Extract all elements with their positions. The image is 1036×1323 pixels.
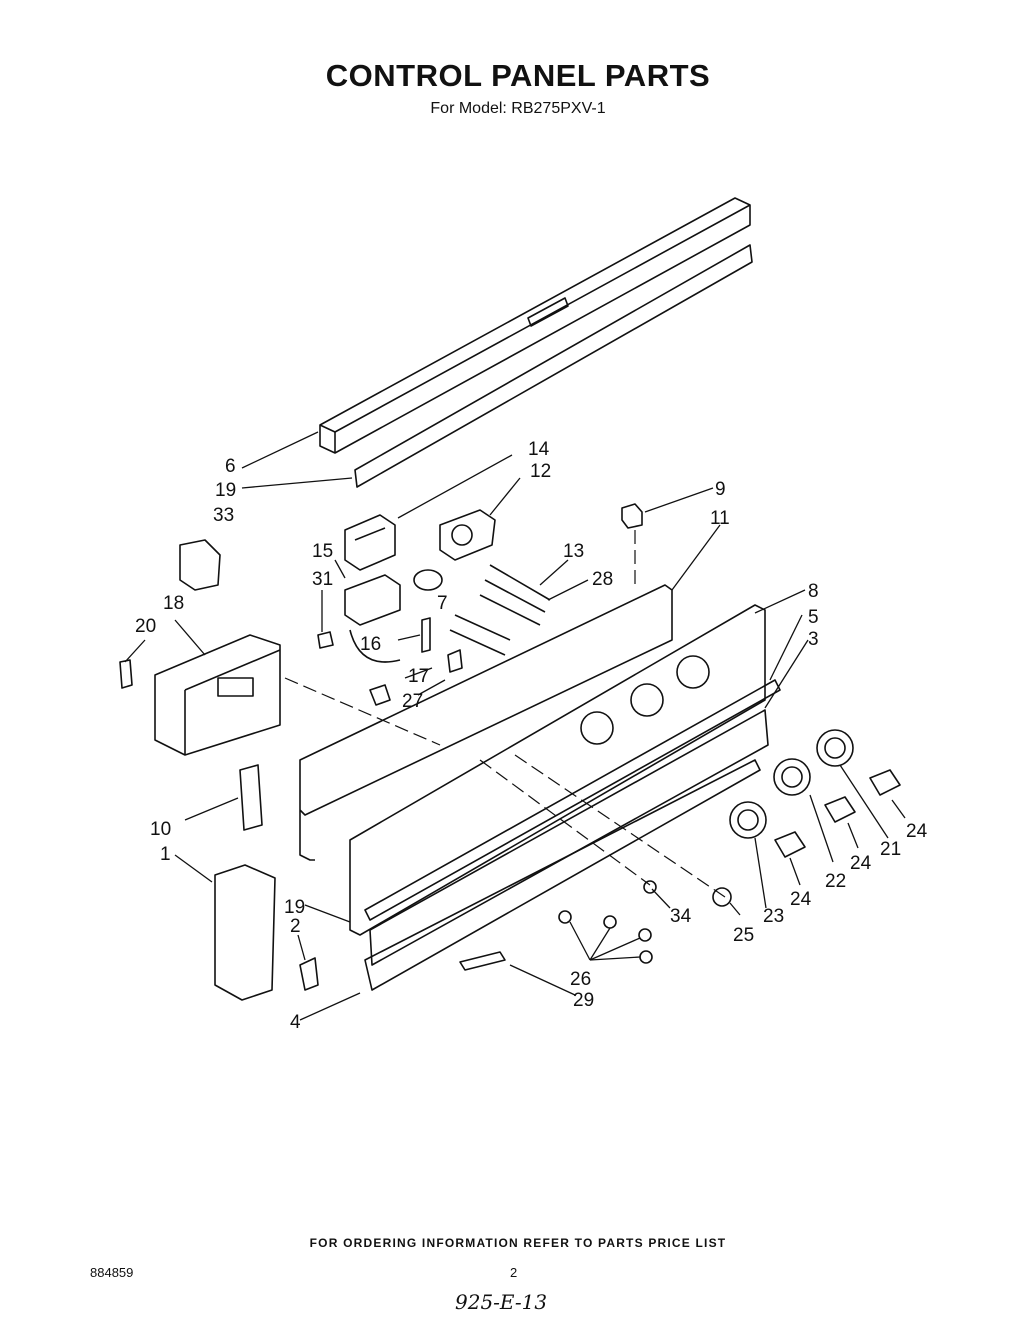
part-15-shape bbox=[344, 574, 401, 626]
callout-24-c: 24 bbox=[906, 821, 928, 842]
callout-19-top: 19 bbox=[215, 480, 236, 501]
callout-23: 23 bbox=[763, 906, 784, 927]
callout-31: 31 bbox=[312, 569, 333, 590]
callout-25: 25 bbox=[733, 925, 754, 946]
callout-labels: 6 19 33 14 12 9 11 15 31 13 28 7 16 17 2… bbox=[135, 439, 928, 1033]
part-12-shape bbox=[439, 509, 496, 561]
callout-14: 14 bbox=[528, 439, 550, 460]
knob-set bbox=[643, 729, 901, 907]
document-number: 884859 bbox=[90, 1265, 134, 1280]
callout-4: 4 bbox=[290, 1012, 301, 1033]
screw-set bbox=[558, 910, 653, 964]
callout-10: 10 bbox=[150, 819, 171, 840]
callout-9: 9 bbox=[715, 479, 726, 500]
callout-3: 3 bbox=[808, 629, 819, 650]
callout-29: 29 bbox=[573, 990, 594, 1011]
callout-24-b: 24 bbox=[850, 853, 872, 874]
callout-5: 5 bbox=[808, 607, 819, 628]
model-subtitle: For Model: RB275PXV-1 bbox=[430, 100, 606, 117]
callout-27: 27 bbox=[402, 691, 423, 712]
part-18-clock-module bbox=[154, 634, 281, 756]
callout-18: 18 bbox=[163, 593, 184, 614]
part-16-shape bbox=[421, 617, 431, 653]
part-33-shape bbox=[179, 539, 221, 591]
callout-15: 15 bbox=[312, 541, 333, 562]
part-8-console-panel bbox=[349, 604, 766, 936]
callout-13: 13 bbox=[563, 541, 584, 562]
part-3-trim bbox=[369, 709, 769, 966]
part-11-bracket bbox=[299, 584, 673, 861]
part-29-shape bbox=[459, 951, 506, 971]
callout-16: 16 bbox=[360, 634, 381, 655]
page-number: 2 bbox=[510, 1265, 518, 1280]
part-2-shape bbox=[299, 957, 319, 991]
part-5-trim bbox=[364, 679, 781, 921]
callout-24-a: 24 bbox=[790, 889, 812, 910]
callout-26: 26 bbox=[570, 969, 591, 990]
callout-22: 22 bbox=[825, 871, 846, 892]
part-4-trim bbox=[364, 759, 761, 991]
callout-17: 17 bbox=[408, 666, 429, 687]
callout-19-bottom: 19 bbox=[284, 897, 305, 918]
callout-7: 7 bbox=[437, 593, 448, 614]
part-20-shape bbox=[119, 659, 133, 689]
callout-1: 1 bbox=[160, 844, 171, 865]
callout-6: 6 bbox=[225, 456, 236, 477]
callout-8: 8 bbox=[808, 581, 819, 602]
callout-28: 28 bbox=[592, 569, 613, 590]
ordering-note: FOR ORDERING INFORMATION REFER TO PARTS … bbox=[309, 1236, 727, 1250]
callout-2: 2 bbox=[290, 916, 301, 937]
callout-21: 21 bbox=[880, 839, 901, 860]
callout-33: 33 bbox=[213, 505, 234, 526]
callout-11: 11 bbox=[710, 508, 730, 529]
handwritten-code: 925-E-13 bbox=[455, 1290, 548, 1314]
part-9-shape bbox=[621, 503, 643, 529]
part-17-shape bbox=[447, 649, 463, 673]
part-1-shape bbox=[214, 864, 276, 1001]
callout-20: 20 bbox=[135, 616, 156, 637]
part-27-shape bbox=[369, 684, 391, 706]
callout-34: 34 bbox=[670, 906, 692, 927]
page-title: CONTROL PANEL PARTS bbox=[325, 58, 711, 93]
callout-12: 12 bbox=[530, 461, 551, 482]
top-trim-part bbox=[319, 197, 753, 488]
part-31-shape bbox=[317, 631, 334, 649]
part-10-shape bbox=[239, 764, 263, 831]
part-14-shape bbox=[344, 514, 396, 571]
